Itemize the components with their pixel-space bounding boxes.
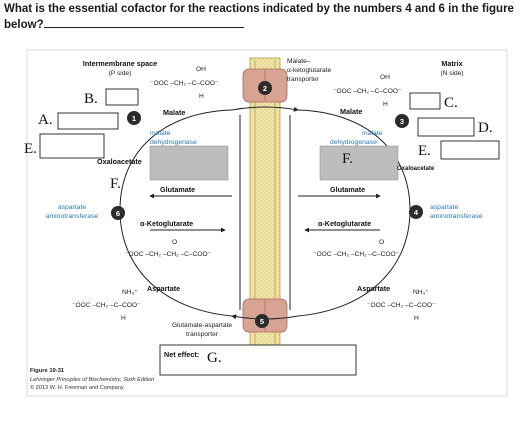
left-akg-formula: ⁻OOC –CH₂ –CH₂ –C–COO⁻ <box>125 251 212 258</box>
left-malate-formula: ⁻OOC –CH₂ –C–COO⁻ <box>150 80 219 87</box>
step-badge-5: 5 <box>255 314 269 328</box>
right-mdh-label-2: dehydrogenase <box>330 139 377 146</box>
blank-b-box[interactable] <box>105 88 139 106</box>
svg-text:6: 6 <box>116 209 120 218</box>
right-aspartate-label: Aspartate <box>357 284 390 293</box>
blank-label-a: A. <box>38 112 53 128</box>
left-aspartate-label: Aspartate <box>147 284 180 293</box>
left-asp-at-label-2: aminotransferase <box>46 213 99 220</box>
right-oxaloacetate-label: Oxaloacetate <box>397 166 435 172</box>
blank-a-box[interactable] <box>57 112 119 130</box>
left-malate-oh: OH <box>196 66 206 73</box>
blank-label-e-right: E. <box>418 143 431 159</box>
left-glutamate-label: Glutamate <box>160 185 195 194</box>
right-asp-h: H <box>414 315 419 322</box>
top-transporter-line-1: Malate– <box>287 58 311 65</box>
left-malate-label: Malate <box>163 108 185 117</box>
caption-title: Figure 19-31 <box>30 368 65 374</box>
step-badge-4: 4 <box>409 205 423 219</box>
right-asp-nh3: NH₃⁺ <box>413 289 429 296</box>
right-malate-oh: OH <box>380 74 390 81</box>
right-side-title: Matrix <box>441 59 462 68</box>
blank-label-g: G. <box>207 350 222 366</box>
svg-text:3: 3 <box>400 117 404 126</box>
right-asp-at-label-1: aspartate <box>430 204 459 211</box>
blank-e-left-box[interactable] <box>39 133 105 159</box>
bottom-transporter-line-1: Glutamate-aspartate <box>172 322 232 329</box>
left-gray-box <box>149 145 229 181</box>
left-asp-formula: ⁻OOC –CH₂ –C–COO⁻ <box>72 302 141 309</box>
left-oxaloacetate-label: Oxaloacetate <box>97 157 142 166</box>
svg-text:2: 2 <box>263 84 267 93</box>
right-asp-at-label-2: aminotransferase <box>430 213 483 220</box>
blank-label-d: D. <box>478 120 493 136</box>
step-badge-6: 6 <box>111 206 125 220</box>
caption-copyright: © 2013 W. H. Freeman and Company <box>30 384 124 391</box>
right-akg-label: α-Ketoglutarate <box>318 219 371 228</box>
step-badge-3: 3 <box>395 114 409 128</box>
right-malate-label: Malate <box>340 107 362 116</box>
right-akg-o: O <box>379 239 384 246</box>
blank-d-box[interactable] <box>417 117 475 137</box>
right-malate-formula: ⁻OOC –CH₂ –C–COO⁻ <box>333 88 402 95</box>
question-body: What is the essential cofactor for the r… <box>4 3 514 31</box>
caption-source: Lehninger Principles of Biochemistry, Si… <box>30 377 154 383</box>
blank-e-right-box[interactable] <box>440 140 500 160</box>
left-asp-at-label-1: aspartate <box>58 204 87 211</box>
blank-label-b: B. <box>84 91 98 107</box>
blank-label-f: F. <box>110 176 121 192</box>
question-text: What is the essential cofactor for the r… <box>4 2 519 32</box>
blank-label-e: E. <box>24 141 37 157</box>
right-side-subtitle: (N side) <box>440 70 463 77</box>
right-akg-formula: ⁻OOC –CH₂ –CH₂ –C–COO⁻ <box>313 251 400 258</box>
right-asp-formula: ⁻OOC –CH₂ –C–COO⁻ <box>367 302 436 309</box>
right-gray-box <box>319 145 399 181</box>
net-effect-box[interactable] <box>159 344 357 376</box>
blank-label-c: C. <box>444 95 458 111</box>
net-effect-label: Net effect: <box>164 350 199 359</box>
left-asp-h: H <box>121 315 126 322</box>
right-mdh-label-1: malate <box>362 130 383 137</box>
bottom-transporter-line-2: transporter <box>186 331 219 338</box>
blank-c-box[interactable] <box>409 92 441 110</box>
left-mdh-label-1: malate <box>150 130 171 137</box>
answer-line <box>43 16 244 28</box>
left-mdh-label-2: dehydrogenase <box>150 139 197 146</box>
right-glutamate-label: Glutamate <box>330 185 365 194</box>
right-malate-h: H <box>383 101 388 108</box>
step-badge-1: 1 <box>127 111 141 125</box>
svg-text:1: 1 <box>132 114 136 123</box>
top-transporter-line-3: transporter <box>287 76 320 83</box>
left-side-subtitle: (P side) <box>109 70 132 77</box>
top-transporter-line-2: α-ketoglutarate <box>287 67 331 74</box>
left-akg-label: α-Ketoglutarate <box>140 219 193 228</box>
left-malate-h: H <box>199 93 204 100</box>
step-badge-2: 2 <box>258 81 272 95</box>
left-asp-nh3: NH₃⁺ <box>122 289 138 296</box>
left-side-title: Intermembrane space <box>83 59 157 68</box>
blank-label-f-right: F. <box>342 151 353 167</box>
svg-text:5: 5 <box>260 317 264 326</box>
left-akg-o: O <box>172 239 177 246</box>
svg-text:4: 4 <box>414 208 419 217</box>
